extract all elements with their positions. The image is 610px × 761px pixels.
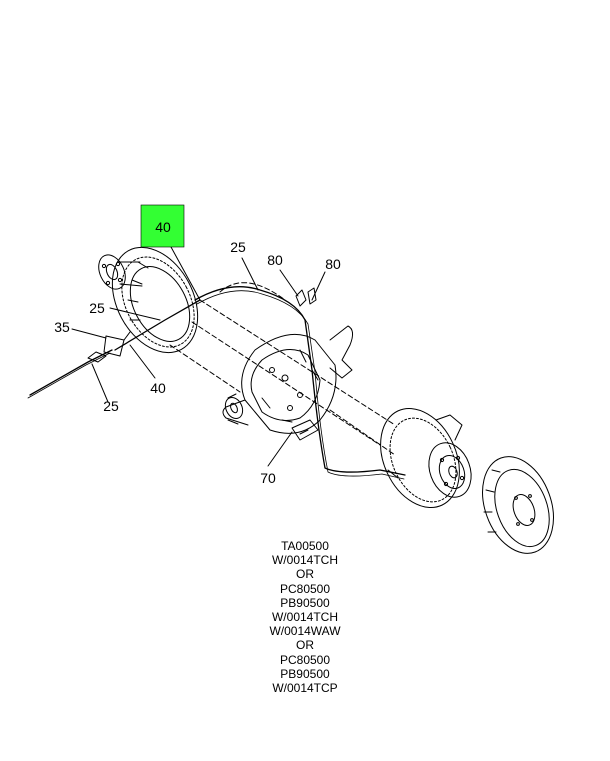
callout-25-bottom[interactable]: 25 <box>103 398 119 414</box>
cable-guide <box>291 419 319 441</box>
right-hub <box>428 442 472 498</box>
callout-40-highlighted[interactable]: 40 <box>155 219 171 235</box>
pinion-yoke <box>222 393 249 426</box>
callout-25-top[interactable]: 25 <box>230 239 246 255</box>
left-hub <box>98 254 143 290</box>
highlight-box[interactable] <box>140 204 185 248</box>
callout-40-bottom[interactable]: 40 <box>150 380 166 396</box>
applicability-notes: TA00500 W/0014TCH OR PC80500 PB90500 W/0… <box>200 539 410 695</box>
note-line: OR <box>296 638 314 653</box>
right-brake-drum <box>482 456 554 554</box>
cable-bracket <box>103 331 131 357</box>
callout-25-left[interactable]: 25 <box>89 300 105 316</box>
callout-35[interactable]: 35 <box>54 319 70 335</box>
note-line: TA00500 <box>281 539 329 553</box>
note-line: PC80500 <box>279 581 331 596</box>
left-brake-drum <box>111 246 199 354</box>
note-line: PB90500 <box>280 666 330 681</box>
note-line: W/0014TCH <box>271 553 339 568</box>
callout-80-left[interactable]: 80 <box>267 252 283 268</box>
callout-80-right[interactable]: 80 <box>325 256 341 272</box>
differential <box>241 325 354 434</box>
note-line: PB90500 <box>280 595 330 610</box>
leader-lines <box>71 235 326 467</box>
note-line: PC80500 <box>279 652 331 667</box>
note-line: W/0014TCP <box>272 681 338 696</box>
cable-clips <box>295 287 317 307</box>
parking-brake-cables <box>27 286 406 480</box>
note-line: W/0014WAW <box>269 624 341 639</box>
note-line: OR <box>296 567 314 582</box>
right-brake-assembly <box>380 407 463 509</box>
callout-70[interactable]: 70 <box>260 470 276 486</box>
axle-housing <box>169 282 396 456</box>
note-line: W/0014TCH <box>271 610 339 625</box>
